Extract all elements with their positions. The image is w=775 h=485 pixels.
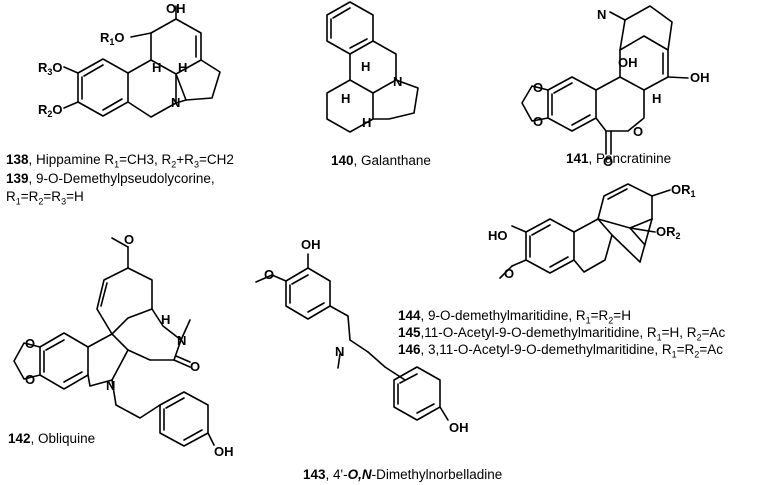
atom-h-138b: H [178, 60, 187, 75]
atom-r1o-138: R1O [100, 30, 125, 47]
atom-oh-138: OH [166, 1, 186, 16]
atom-or1-144: OR1 [671, 182, 696, 199]
atom-o-141a: O [533, 80, 543, 95]
atom-o-143: O [264, 267, 274, 282]
structure-138-139 [63, 5, 221, 118]
structure-143 [255, 253, 449, 421]
structure-144-146 [499, 183, 671, 279]
caption-143: 143, 4'-O,N-Dimethylnorbelladine [303, 467, 503, 482]
atom-o-142c: O [25, 372, 35, 387]
atom-o-142d: O [190, 359, 200, 374]
atom-r3o-138: R3O [38, 60, 63, 77]
atom-oh-141b: OH [690, 70, 710, 85]
atom-h-140c: H [362, 115, 371, 130]
atom-n-141: N [597, 7, 606, 22]
atom-oh-141a: OH [618, 55, 638, 70]
atom-n-142a: N [177, 333, 186, 348]
structure-142 [13, 237, 215, 447]
atom-n-143: N [335, 344, 344, 359]
atom-n-138: N [171, 95, 180, 110]
atom-h-140b: H [341, 91, 350, 106]
atom-n-142b: N [106, 378, 115, 393]
caption-144: 144, 9-O-demethylmaritidine, R1=R2=H [398, 308, 631, 326]
caption-138: 138, Hippamine R1=CH3, R2+R3=CH2 [6, 152, 234, 170]
atom-n-140: N [393, 74, 402, 89]
atom-h-140a: H [361, 59, 370, 74]
atom-oh-143a: OH [301, 237, 321, 252]
atom-o-141d: O [603, 154, 613, 169]
atom-h-138a: H [152, 60, 161, 75]
atom-o-144: O [504, 266, 514, 281]
caption-145: 145,11-O-Acetyl-9-O-demethylmaritidine, … [398, 325, 726, 343]
atom-r2o-138: R2O [38, 102, 63, 119]
caption-146: 146, 3,11-O-Acetyl-9-O-demethylmaritidin… [398, 342, 723, 360]
atom-h-142: H [161, 312, 170, 327]
caption-139: 139, 9-O-Demethylpseudolycorine, [6, 171, 215, 186]
caption-140: 140, Galanthane [331, 153, 431, 168]
atom-oh-142: OH [214, 444, 234, 459]
structure-141 [521, 5, 689, 155]
atom-oh-143b: OH [449, 420, 469, 435]
atom-o-141b: O [533, 114, 543, 129]
caption-142: 142, Obliquine [8, 431, 96, 446]
atom-h-141: H [652, 91, 661, 106]
caption-139-substituents: R1=R2=R3=H [6, 189, 84, 207]
atom-o-142a: O [124, 232, 134, 247]
atom-o-142b: O [25, 336, 35, 351]
atom-o-141c: O [633, 124, 643, 139]
atom-or2-144: OR2 [656, 224, 681, 241]
caption-141: 141, Pancratinine [566, 151, 672, 166]
atom-ho-144: HO [488, 228, 508, 243]
structure-140 [326, 1, 419, 133]
